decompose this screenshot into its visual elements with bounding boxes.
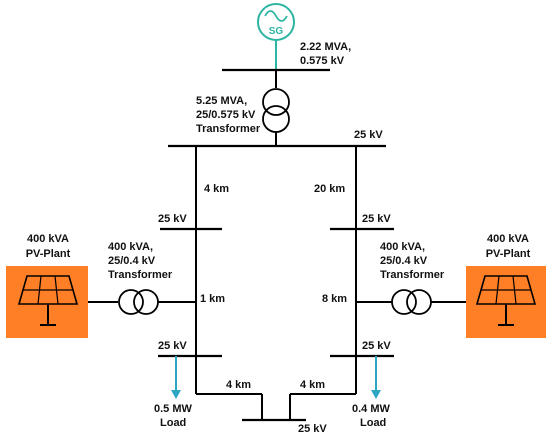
main-transformer-ratio: 25/0.575 kV <box>196 109 256 121</box>
right-mid-line-length: 8 km <box>322 293 347 305</box>
left-pv-name: PV-Plant <box>26 248 71 260</box>
generator-rating: 2.22 MVA, <box>300 41 351 53</box>
left-top-line-length: 4 km <box>204 183 229 195</box>
sine-wave-generator-icon <box>264 10 288 22</box>
right-load-name: Load <box>360 417 386 429</box>
left-mid-bus-voltage: 25 kV <box>158 213 187 225</box>
left-solar-panel-icon <box>17 275 79 326</box>
generator: SG <box>257 3 295 70</box>
right-mid-bus-voltage: 25 kV <box>362 213 391 225</box>
right-pv-transformer-ratio: 25/0.4 kV <box>380 255 428 267</box>
main-transformer-rating: 5.25 MVA, <box>196 95 247 107</box>
right-pv-transformer-rating: 400 kVA, <box>380 241 425 253</box>
left-pv-transformer-ratio: 25/0.4 kV <box>108 255 156 267</box>
left-pv-rating: 400 kVA <box>27 233 69 245</box>
left-pv-transformer-icon <box>118 289 159 315</box>
left-mid-line-length: 1 km <box>200 293 225 305</box>
generator-voltage: 0.575 kV <box>300 55 345 67</box>
generator-label: SG <box>269 26 284 37</box>
right-pv-transformer-icon <box>391 289 432 315</box>
right-pv-name: PV-Plant <box>486 248 531 260</box>
left-load-value: 0.5 MW <box>154 403 193 415</box>
top-bus-voltage: 25 kV <box>354 129 383 141</box>
main-transformer-icon <box>262 88 290 133</box>
bottom-left-line-length: 4 km <box>226 379 251 391</box>
right-top-line-length: 20 km <box>314 183 345 195</box>
left-pv-transformer-rating: 400 kVA, <box>108 241 153 253</box>
left-load-name: Load <box>160 417 186 429</box>
left-pv-transformer-name: Transformer <box>108 269 173 281</box>
right-pv-plant <box>466 266 546 338</box>
left-load-arrow-icon <box>171 356 181 399</box>
left-pv-plant <box>6 266 88 338</box>
right-pv-transformer-name: Transformer <box>380 269 445 281</box>
right-solar-panel-icon <box>475 275 537 326</box>
right-pv-rating: 400 kVA <box>487 233 529 245</box>
right-load-arrow-icon <box>371 356 381 399</box>
bottom-bus-voltage: 25 kV <box>298 423 327 435</box>
left-low-bus-voltage: 25 kV <box>158 340 187 352</box>
right-load-value: 0.4 MW <box>352 403 391 415</box>
right-low-bus-voltage: 25 kV <box>362 340 391 352</box>
bottom-right-line-length: 4 km <box>300 379 325 391</box>
main-transformer-name: Transformer <box>196 123 261 135</box>
